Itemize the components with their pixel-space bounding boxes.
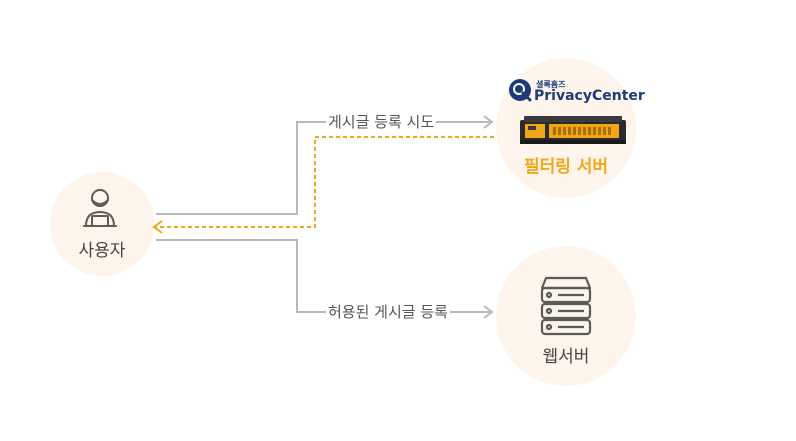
web-server-node-circle xyxy=(496,246,636,386)
brand-name-text: PrivacyCenter xyxy=(534,88,645,104)
allowed-flow-label: 허용된 게시글 등록 xyxy=(326,301,450,322)
allowed-arrowhead xyxy=(483,305,494,319)
sherlock-logo-icon xyxy=(509,79,532,102)
return-connector xyxy=(156,136,494,228)
attempt-arrowhead xyxy=(483,115,494,129)
web-server-icon xyxy=(540,276,592,336)
web-server-label: 웹서버 xyxy=(542,347,590,367)
brand-small-text: 셜록홈즈 xyxy=(536,80,566,89)
attempt-flow-label: 게시글 등록 시도 xyxy=(326,111,437,132)
attempt-connector xyxy=(156,121,492,215)
filtering-appliance-icon xyxy=(520,116,626,144)
return-arrowhead xyxy=(152,220,163,234)
user-icon xyxy=(83,189,117,227)
filter-server-label: 필터링 서버 xyxy=(523,157,609,177)
user-label: 사용자 xyxy=(78,241,126,261)
